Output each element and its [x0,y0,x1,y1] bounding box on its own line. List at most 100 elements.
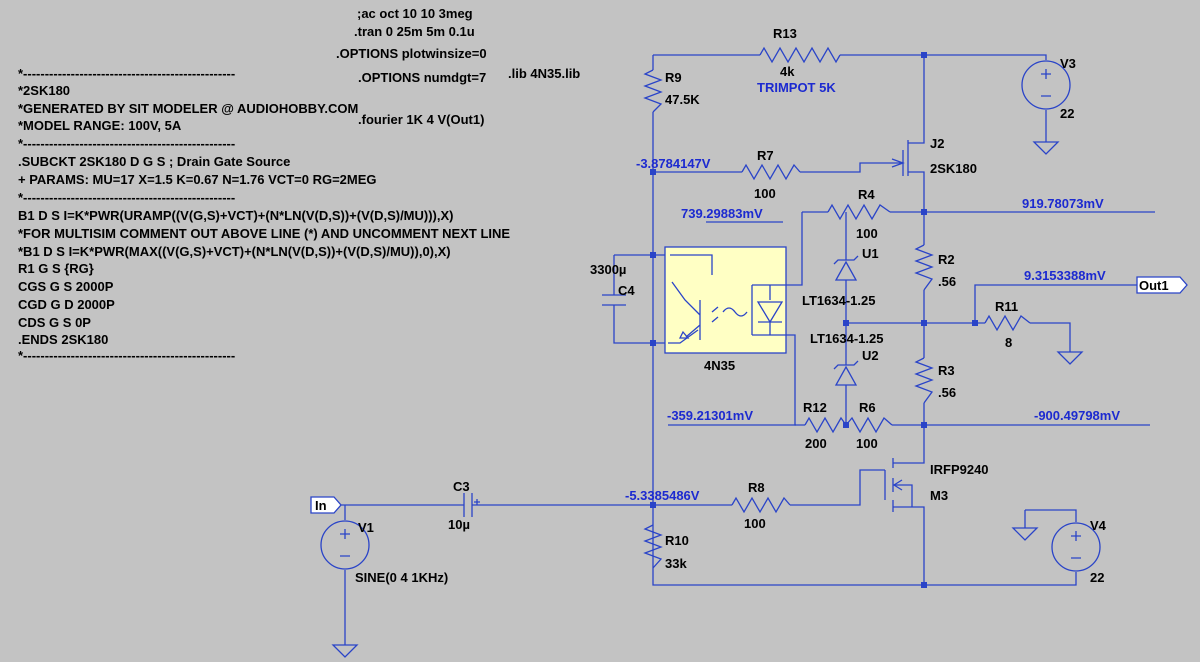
transistor-j2[interactable]: J2 2SK180 [891,135,977,176]
r6-value: 100 [856,436,878,451]
junction-dot [972,320,978,326]
junction-dot [921,320,927,326]
u1-value: LT1634-1.25 [802,293,875,308]
port-out1[interactable]: Out1 [1136,276,1188,294]
j2-value: 2SK180 [930,161,977,176]
u2-value: LT1634-1.25 [810,331,883,346]
junction-dot [650,502,656,508]
c4-name: C4 [618,283,635,298]
voltage-opto-top: 739.29883mV [681,206,763,221]
transistor-m3[interactable]: IRFP9240 M3 [884,458,989,512]
resistor-r9[interactable]: R9 47.5K [643,69,700,113]
ground-symbol [331,644,359,658]
directive-lib: .lib 4N35.lib [508,66,580,81]
r11-value: 8 [1005,335,1012,350]
r6-name: R6 [859,400,876,415]
model-line: .SUBCKT 2SK180 D G S ; Drain Gate Source [18,154,290,169]
resistor-r4[interactable]: R4 100 [827,187,891,241]
r12-value: 200 [805,436,827,451]
ground-symbol [1011,527,1039,541]
opto-name: 4N35 [704,358,735,373]
spice-directives: ;ac oct 10 10 3meg .tran 0 25m 5m 0.1u .… [336,6,580,127]
r13-name: R13 [773,26,797,41]
r7-value: 100 [754,186,776,201]
model-line: *---------------------------------------… [18,66,235,81]
voltage-source-v3[interactable]: V3 22 [1021,56,1076,121]
r4-value: 100 [856,226,878,241]
r7-name: R7 [757,148,774,163]
resistor-r7[interactable]: R7 100 [741,148,801,201]
resistor-r2[interactable]: R2 .56 [914,244,956,291]
model-line: *FOR MULTISIM COMMENT OUT ABOVE LINE (*)… [18,226,510,241]
directive-numdgt: .OPTIONS numdgt=7 [358,70,486,85]
voltage-source-v1[interactable]: V1 SINE(0 4 1KHz) [320,520,448,585]
voltage-out: 9.3153388mV [1024,268,1106,283]
r8-name: R8 [748,480,765,495]
resistor-r12[interactable]: R12 200 [803,400,847,451]
voltage-source-v4[interactable]: V4 22 [1051,518,1107,585]
r3-name: R3 [938,363,955,378]
model-line: *---------------------------------------… [18,190,235,205]
model-line: *B1 D S I=K*PWR(MAX((V(G,S)+VCT)+(N*LN(V… [18,244,451,259]
optocoupler-4n35[interactable]: 4N35 [664,246,787,373]
r13-note: TRIMPOT 5K [757,80,836,95]
resistor-r3[interactable]: R3 .56 [914,357,956,404]
voltage-m3-gate: -5.3385486V [625,488,700,503]
junction-dot [650,169,656,175]
zener-u2[interactable]: LT1634-1.25 U2 [810,331,883,386]
model-line: *---------------------------------------… [18,136,235,151]
r9-name: R9 [665,70,682,85]
model-text-block: *---------------------------------------… [18,66,510,363]
resistor-r10[interactable]: R10 33k [643,524,689,571]
zener-u1[interactable]: U1 LT1634-1.25 [802,246,879,308]
r10-value: 33k [665,556,687,571]
r9-value: 47.5K [665,92,700,107]
model-line: B1 D S I=K*PWR(URAMP((V(G,S)+VCT)+(N*LN(… [18,208,454,223]
v1-name: V1 [358,520,374,535]
u2-name: U2 [862,348,879,363]
resistor-r13[interactable]: R13 4k TRIMPOT 5K [757,26,841,95]
v1-value: SINE(0 4 1KHz) [355,570,448,585]
junction-dot [921,52,927,58]
model-line: *2SK180 [18,83,70,98]
c4-value: 3300µ [590,262,626,277]
r8-value: 100 [744,516,766,531]
model-line: CGS G S 2000P [18,279,114,294]
voltage-r6-right: -900.49798mV [1034,408,1120,423]
capacitor-c4[interactable]: 3300µ C4 [590,262,635,306]
voltage-j2-gate: -3.8784147V [636,156,711,171]
resistor-r6[interactable]: R6 100 [845,400,893,451]
r11-name: R11 [995,299,1018,314]
model-line: CDS G S 0P [18,315,91,330]
m3-value: IRFP9240 [930,462,989,477]
directive-ac: ;ac oct 10 10 3meg [357,6,473,21]
voltage-r4-right: 919.78073mV [1022,196,1104,211]
r12-name: R12 [803,400,827,415]
junction-dot [921,209,927,215]
model-line: *MODEL RANGE: 100V, 5A [18,118,182,133]
model-line: + PARAMS: MU=17 X=1.5 K=0.67 N=1.76 VCT=… [18,172,377,187]
model-line: *---------------------------------------… [18,348,235,363]
resistor-r8[interactable]: R8 100 [731,480,791,531]
voltage-r12-left: -359.21301mV [667,408,753,423]
resistor-r11[interactable]: R11 8 [984,299,1031,350]
u1-name: U1 [862,246,879,261]
port-in-label: In [315,498,327,513]
r3-value: .56 [938,385,956,400]
ground-symbol [1056,351,1084,365]
r2-name: R2 [938,252,955,267]
r10-name: R10 [665,533,689,548]
v4-name: V4 [1090,518,1107,533]
port-in[interactable]: In [310,496,342,514]
ground-symbol [1032,141,1060,155]
junction-dot [843,320,849,326]
junction-dot [650,252,656,258]
model-line: R1 G S {RG} [18,261,94,276]
v3-name: V3 [1060,56,1076,71]
junction-dot [650,340,656,346]
capacitor-c3[interactable]: C3 10µ [448,479,480,532]
model-line: .ENDS 2SK180 [18,332,108,347]
wires [334,54,1155,645]
j2-name: J2 [930,136,944,151]
